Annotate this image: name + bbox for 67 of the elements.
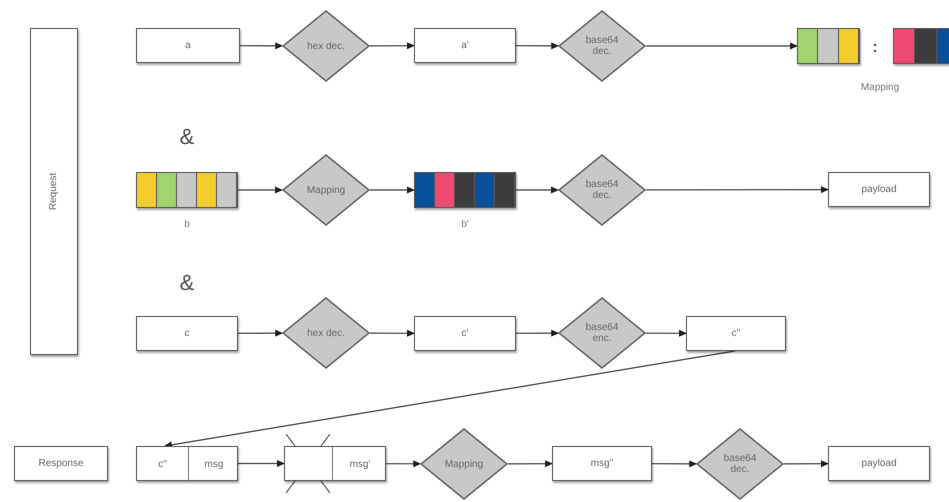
node-text: base64 dec. (584, 35, 620, 57)
decision-diamond (282, 10, 370, 82)
node-text: Response (38, 458, 84, 469)
arrow (646, 186, 829, 194)
node-text: base64 enc. (584, 322, 620, 344)
node-text: Request (48, 172, 60, 210)
process-box (686, 316, 786, 351)
decision-diamond (558, 297, 646, 369)
arrow (370, 42, 415, 50)
node-text: c' (462, 328, 468, 339)
decision-diamond (282, 154, 370, 226)
arrow (646, 330, 687, 337)
strip-caption: b' (460, 218, 470, 232)
arrow (508, 460, 553, 468)
node-text: a' (461, 40, 469, 51)
node-text: payload (861, 184, 897, 195)
process-box (136, 446, 238, 481)
node-text: Mapping (444, 458, 484, 470)
process-box (136, 316, 238, 351)
process-box (284, 446, 386, 481)
process-box (414, 28, 516, 63)
node-text: a (185, 40, 191, 51)
node-text: base64 dec. (584, 179, 620, 201)
node-text: hex dec. (307, 328, 345, 338)
decision-diamond (558, 154, 646, 226)
separator-colon: : (871, 38, 879, 58)
process-box (552, 446, 652, 481)
strip-caption: b (183, 218, 191, 232)
arrow (240, 42, 284, 50)
decision-diamond (558, 10, 646, 82)
arrow (784, 460, 829, 468)
node-text: Mapping (306, 184, 346, 196)
arrow (652, 460, 698, 468)
node-text: msg (204, 459, 224, 470)
color-strip (893, 28, 949, 64)
ampersand: & (178, 269, 196, 297)
node-text: c'' (158, 459, 167, 470)
arrow (516, 42, 560, 50)
arrow (238, 186, 283, 194)
request-box (30, 28, 78, 355)
node-text: msg'' (590, 458, 614, 469)
node-text: payload (861, 458, 897, 469)
arrow (386, 460, 422, 468)
process-box (414, 316, 516, 351)
node-text: c'' (732, 328, 740, 339)
node-text: c (184, 328, 190, 339)
process-box (14, 446, 108, 481)
node-text: msg' (350, 459, 370, 470)
arrow (370, 330, 415, 337)
ampersand: & (178, 123, 196, 151)
decision-diamond (696, 428, 784, 500)
color-strip (797, 28, 860, 64)
arrow (164, 350, 736, 448)
arrow (238, 460, 285, 467)
arrow (646, 42, 798, 50)
node-text: hex dec. (307, 40, 345, 52)
node-text: base64 dec. (722, 453, 758, 475)
caption-text: Mapping (860, 81, 900, 95)
arrow (516, 186, 559, 194)
arrow (370, 186, 415, 194)
process-box (828, 446, 930, 481)
decision-diamond (420, 428, 508, 500)
process-box (136, 28, 240, 63)
arrow (516, 330, 560, 337)
process-box (828, 172, 930, 207)
arrow (238, 330, 284, 337)
decision-diamond (282, 297, 370, 369)
